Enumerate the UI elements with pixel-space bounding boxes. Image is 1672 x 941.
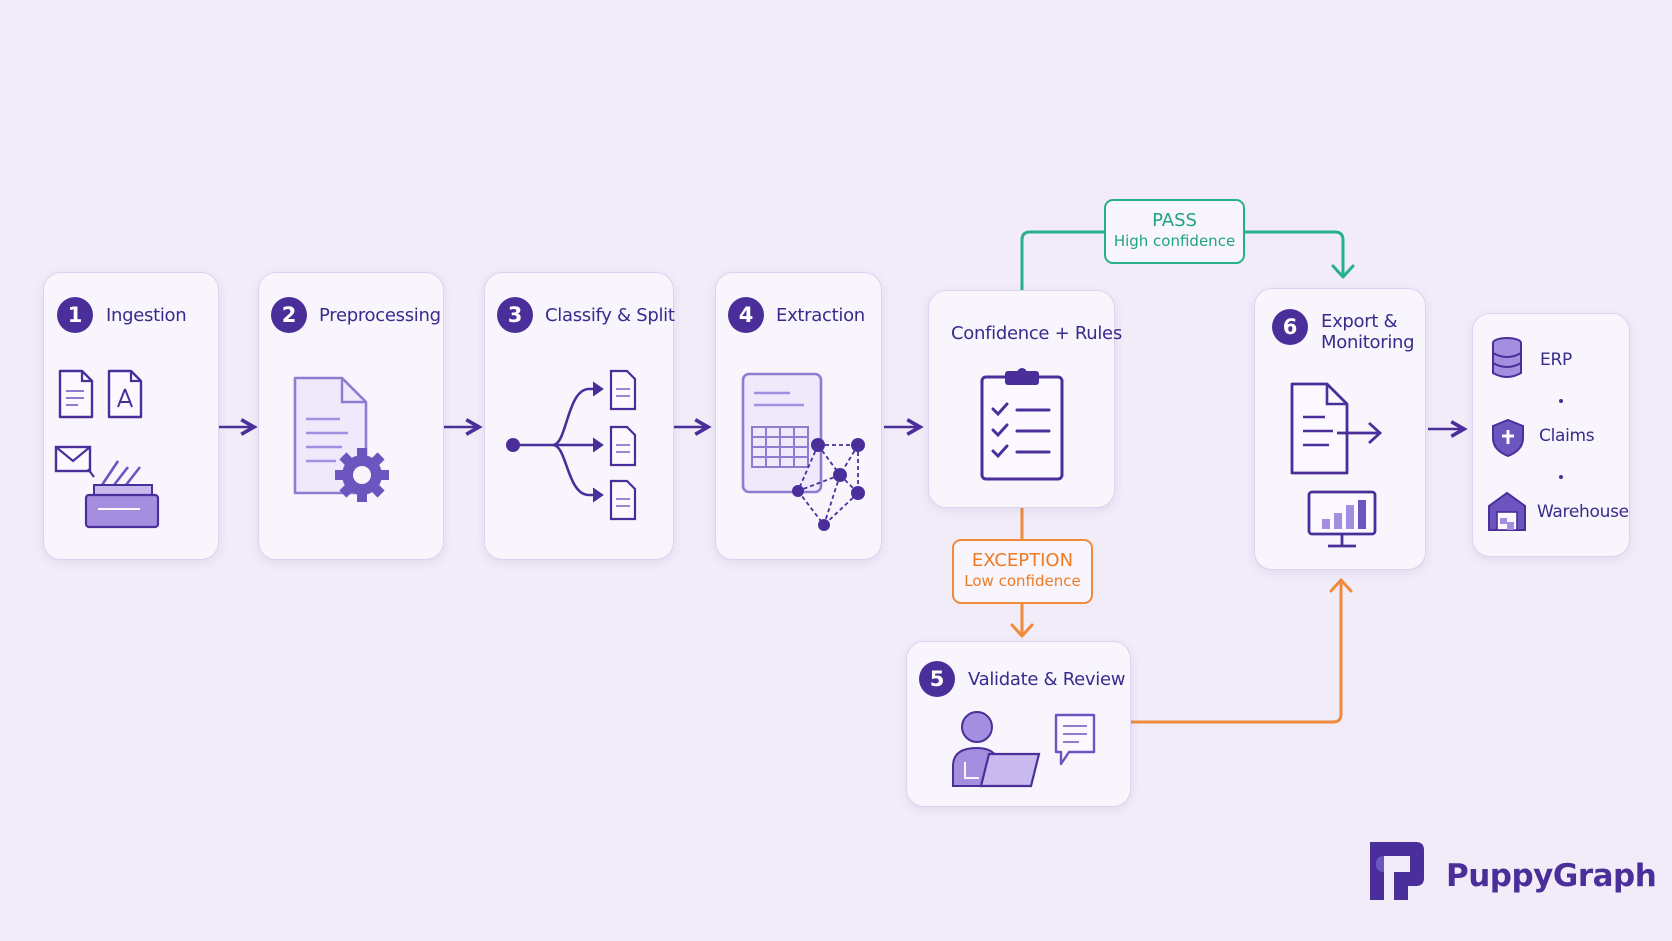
warehouse-icon [1488,491,1526,531]
classify-split-card[interactable]: 3 Classify & Split [484,272,675,560]
export-monitoring-card[interactable]: 6 Export & Monitoring [1254,288,1426,570]
pdf-icon [107,369,143,419]
comment-icon [1054,713,1096,766]
scanner-icon [84,460,160,529]
separator-dot [1559,475,1563,479]
step-title: Validate & Review [968,669,1126,690]
flow-arrows [218,427,1464,429]
step-title: Confidence + Rules [951,323,1122,344]
pass-title: PASS [1152,210,1197,231]
step-number: 1 [57,297,93,333]
pass-subtitle: High confidence [1113,232,1236,250]
step-title-line2: Monitoring [1321,332,1415,353]
step-number: 2 [271,297,307,333]
checklist-clipboard-icon [980,368,1064,481]
split-tree-icon [506,369,637,521]
destination-claims: Claims [1539,426,1595,446]
separator-dot [1559,399,1563,403]
pass-path [1020,230,1355,292]
document-icon [58,369,94,419]
step-title-line1: Export & [1321,311,1398,332]
step-title: Classify & Split [545,305,675,326]
step-number: 5 [919,661,955,697]
preprocessing-card[interactable]: 2 Preprocessing [258,272,444,560]
brand-name: PuppyGraph [1446,858,1657,894]
confidence-rules-card[interactable]: Confidence + Rules [928,290,1122,508]
document-export-icon [1290,382,1383,475]
email-icon [54,445,92,473]
extraction-card[interactable]: 4 Extraction [715,272,882,560]
shield-icon [1492,418,1524,458]
exception-badge: EXCEPTION Low confidence [952,539,1093,604]
database-icon [1492,337,1522,378]
step-title: Ingestion [106,305,187,326]
monitor-chart-icon [1307,490,1377,548]
step-number: 4 [728,297,764,333]
reviewer-laptop-icon [952,711,1041,788]
exception-subtitle: Low confidence [964,572,1081,590]
puppygraph-logo-icon [1370,842,1424,900]
ingestion-card[interactable]: 1 Ingestion [43,272,219,560]
destinations-card: ERP Claims Warehouse [1472,313,1630,557]
destination-warehouse: Warehouse [1537,502,1629,522]
exception-title: EXCEPTION [971,550,1074,571]
step-number: 6 [1272,309,1308,345]
destination-erp: ERP [1540,350,1572,370]
validate-review-card[interactable]: 5 Validate & Review [906,641,1131,807]
step-number: 3 [497,297,533,333]
exception-path [1010,506,1353,724]
document-table-icon [741,372,823,494]
step-title: Preprocessing [319,305,441,326]
pass-badge: PASS High confidence [1104,199,1245,264]
step-title: Extraction [776,305,865,326]
document-gear-icon [293,376,389,502]
graph-network-icon [792,438,865,531]
